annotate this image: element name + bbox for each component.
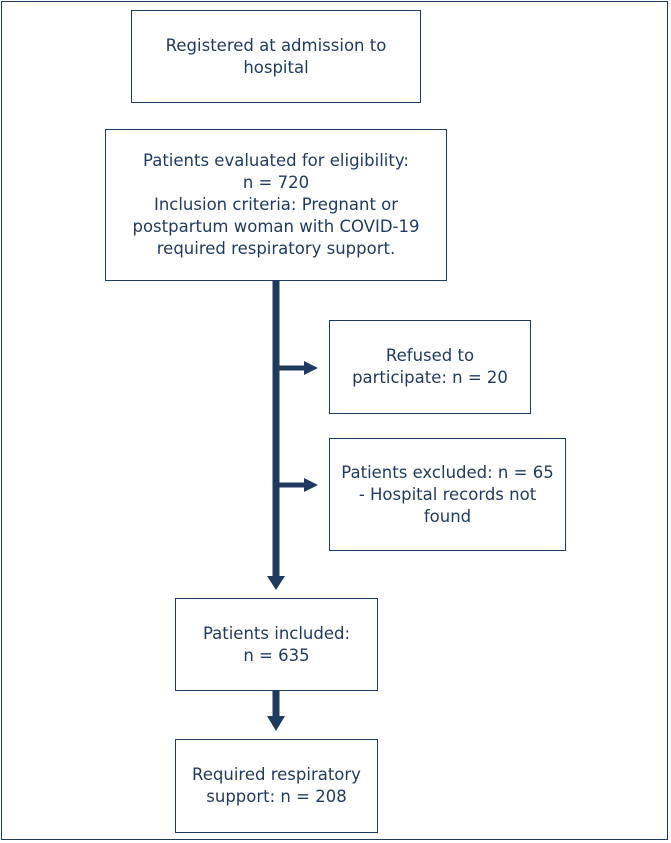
refused-arrowhead xyxy=(304,361,318,375)
main-arrowhead xyxy=(267,576,285,590)
refused-box: Refused to participate: n = 20 xyxy=(329,320,531,414)
excluded-arrowhead xyxy=(304,478,318,492)
excluded-box: Patients excluded: n = 65 - Hospital rec… xyxy=(329,438,566,551)
respiratory-line-1: Required respiratory xyxy=(192,765,361,784)
excluded-line-2: - Hospital records not xyxy=(358,484,537,504)
included-line-1: Patients included: xyxy=(202,623,351,643)
respiratory-arrowhead xyxy=(267,716,285,731)
excluded-line-3: found xyxy=(423,506,472,526)
respiratory-box: Required respiratory support: n = 208 xyxy=(175,739,378,833)
refused-line-2: participate: n = 20 xyxy=(352,368,508,387)
inclusion-line-2: postpartum woman with COVID-19 xyxy=(132,217,420,236)
eligibility-line-1: Patients evaluated for eligibility: xyxy=(143,151,409,170)
registered-box: Registered at admission to hospital xyxy=(131,10,421,103)
included-box: Patients included: n = 635 xyxy=(175,598,378,691)
eligibility-count: n = 720 xyxy=(242,173,310,192)
included-count: n = 635 xyxy=(243,645,310,665)
registered-line-1: Registered at admission to xyxy=(165,35,387,55)
refused-line-1: Refused to xyxy=(385,346,475,365)
registered-line-2: hospital xyxy=(243,57,309,77)
eligibility-box: Patients evaluated for eligibility: n = … xyxy=(105,129,447,281)
respiratory-line-2: support: n = 208 xyxy=(206,787,347,806)
inclusion-line-1: Inclusion criteria: Pregnant or xyxy=(153,195,399,214)
inclusion-line-3: required respiratory support. xyxy=(156,239,396,258)
excluded-line-1: Patients excluded: n = 65 xyxy=(341,462,554,482)
